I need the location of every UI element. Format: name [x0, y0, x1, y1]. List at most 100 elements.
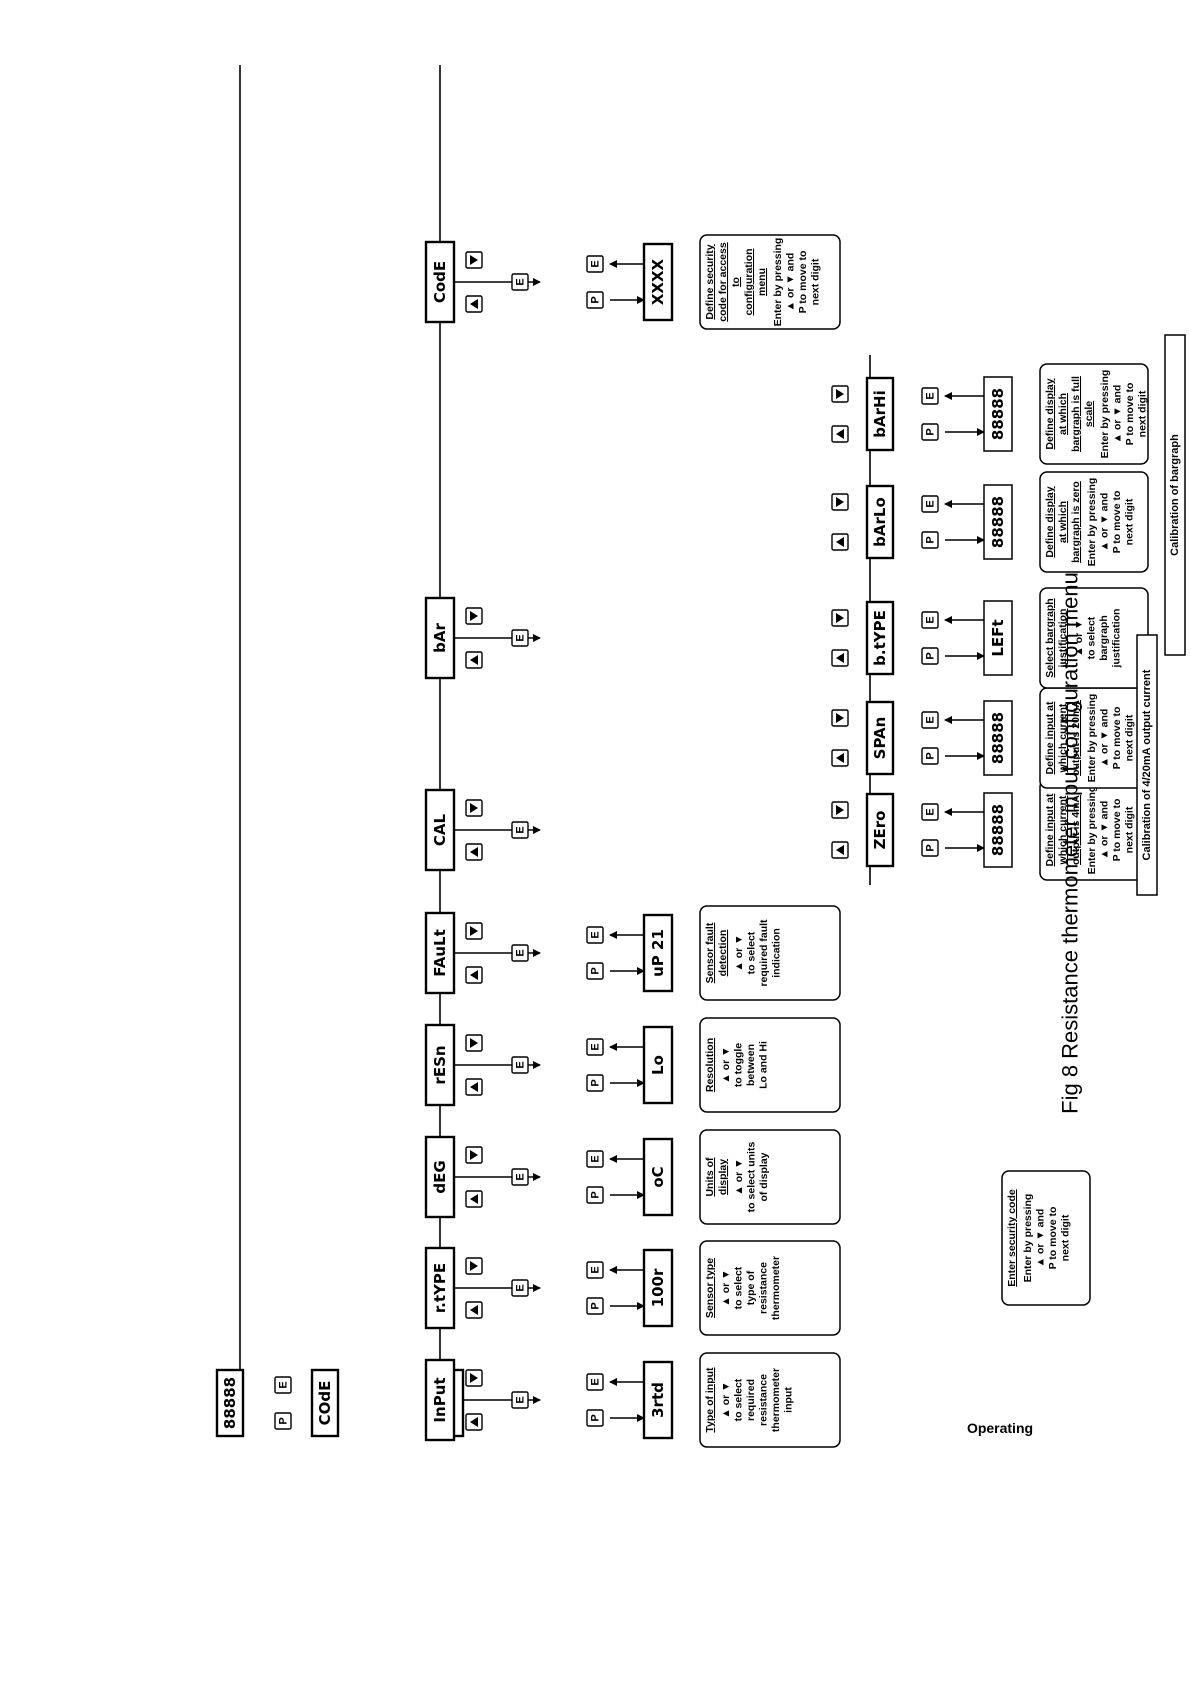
p-key-frame[interactable]: [274, 1412, 292, 1430]
menu-note-fault-box: [699, 905, 841, 1001]
p-key: P: [278, 1417, 290, 1424]
p-key-deg-frame[interactable]: [586, 1186, 604, 1204]
submenu-note-barlo-text: P to move to: [1111, 491, 1123, 554]
submenu-note-barhi-heading: Define display: [1044, 378, 1056, 449]
submenu-note-zero-heading: output is 4mA: [1070, 795, 1082, 865]
e-key-fault-value: E: [590, 931, 602, 938]
e-key-deg-frame[interactable]: [511, 1168, 529, 1186]
p-key-input-frame[interactable]: [586, 1409, 604, 1427]
up-arrow-icon: [470, 847, 478, 857]
p-key-zero-frame[interactable]: [921, 839, 939, 857]
e-key-input-value-frame[interactable]: [586, 1373, 604, 1391]
menu-item-resn-box: [424, 1023, 456, 1107]
menu-item-input-box: [424, 1358, 456, 1442]
e-key-bar-frame[interactable]: [511, 629, 529, 647]
menu-note-code2-text: P to move to: [797, 251, 809, 314]
menu-note-resn-text: to toggle: [733, 1043, 745, 1087]
down-arrow-icon: [470, 803, 478, 813]
e-key-btype-frame[interactable]: [921, 611, 939, 629]
submenu-note-span-text: next digit: [1124, 714, 1136, 761]
p-key-resn-frame[interactable]: [586, 1074, 604, 1092]
menu-note-resn-text: Lo and Hi: [758, 1041, 770, 1089]
e-key-cal-frame[interactable]: [511, 821, 529, 839]
submenu-item-barlo-box: [865, 484, 895, 560]
submenu-value-barhi: 88888: [989, 388, 1007, 440]
menu-value-code2-box: [642, 242, 674, 322]
down-arrow-icon: [470, 1038, 478, 1048]
down-arrow-icon: [470, 926, 478, 936]
security-note-text: P to move to: [1047, 1207, 1059, 1270]
submenu-value-barlo-box: [983, 484, 1013, 560]
e-key-resn-value-frame[interactable]: [586, 1038, 604, 1056]
menu-value-fault-box: [642, 913, 674, 993]
submenu-note-btype-text: to select: [1086, 616, 1098, 659]
e-key-fault-value-frame[interactable]: [586, 926, 604, 944]
e-key-rtype-frame[interactable]: [511, 1279, 529, 1297]
menu-note-code2-heading: configuration: [743, 248, 755, 315]
down-arrow-icon: [836, 389, 844, 399]
e-key-barhi-frame[interactable]: [921, 387, 939, 405]
e-key-span: E: [925, 716, 937, 723]
p-key-fault-frame[interactable]: [586, 962, 604, 980]
p-key-rtype-frame[interactable]: [586, 1297, 604, 1315]
menu-note-resn-heading: Resolution: [704, 1038, 716, 1092]
submenu-note-span-text: Enter by pressing: [1086, 694, 1098, 783]
e-key-code2: E: [515, 278, 527, 285]
up-arrow-icon: [836, 429, 844, 439]
submenu-note-barlo-heading: Define display: [1044, 486, 1056, 557]
submenu-note-barhi-text: ▲ or ▼ and: [1112, 385, 1124, 444]
menu-item-rtype-box: [424, 1246, 456, 1330]
calibration-bargraph-label: Calibration of bargraph: [1169, 434, 1181, 556]
submenu-note-zero-heading: Define input at: [1044, 793, 1056, 866]
submenu-value-span-box: [983, 700, 1013, 776]
submenu-note-zero-heading: which current: [1057, 795, 1069, 865]
e-key-code2-frame[interactable]: [511, 273, 529, 291]
down-arrow-icon: [836, 497, 844, 507]
p-key-barhi-frame[interactable]: [921, 423, 939, 441]
submenu-note-barlo-text: ▲ or ▼ and: [1099, 493, 1111, 552]
down-arrow-icon: [470, 1261, 478, 1271]
e-key-barlo-frame[interactable]: [921, 495, 939, 513]
submenu-value-zero-box: [983, 792, 1013, 868]
e-key-zero-frame[interactable]: [921, 803, 939, 821]
e-key-code2-value-frame[interactable]: [586, 255, 604, 273]
menu-item-input: InPut: [431, 1377, 449, 1422]
menu-note-deg-text: ▲ or ▼: [733, 1158, 745, 1195]
e-key-resn: E: [515, 1061, 527, 1068]
e-key-fault-frame[interactable]: [511, 944, 529, 962]
e-key-rtype-value-frame[interactable]: [586, 1261, 604, 1279]
submenu-note-barlo-text: Enter by pressing: [1086, 478, 1098, 567]
p-key-btype-frame[interactable]: [921, 647, 939, 665]
p-key-barlo-frame[interactable]: [921, 531, 939, 549]
up-arrow-icon: [470, 1305, 478, 1315]
p-key-rtype: P: [590, 1302, 602, 1309]
e-key-resn-frame[interactable]: [511, 1056, 529, 1074]
e-key-input-frame[interactable]: [511, 1391, 529, 1409]
p-key-span-frame[interactable]: [921, 747, 939, 765]
submenu-note-barhi-heading: scale: [1083, 401, 1095, 427]
menu-item-deg: dEG: [431, 1160, 449, 1193]
e-key-span-frame[interactable]: [921, 711, 939, 729]
menu-note-input-text: required: [745, 1379, 757, 1421]
p-key-code2-frame[interactable]: [586, 291, 604, 309]
up-arrow-icon: [470, 1417, 478, 1427]
menu-note-rtype-text: thermometer: [770, 1256, 782, 1320]
e-key-barhi: E: [925, 392, 937, 399]
submenu-note-zero-text: P to move to: [1111, 799, 1123, 862]
submenu-note-span-text: ▲ or ▼ and: [1099, 709, 1111, 768]
e-key-deg-value-frame[interactable]: [586, 1150, 604, 1168]
menu-item-deg-box: [424, 1135, 456, 1219]
down-arrow-icon: [470, 1150, 478, 1160]
submenu-item-btype: b.tYPE: [871, 610, 889, 666]
e-key-rtype-value: E: [590, 1266, 602, 1273]
up-arrow-icon: [470, 655, 478, 665]
menu-note-deg-heading: display: [717, 1159, 729, 1195]
calibration-bargraph-frame: [1164, 334, 1186, 656]
submenu-item-btype-box: [865, 600, 895, 676]
menu-note-code2-text: ▲ or ▼ and: [785, 253, 797, 312]
menu-value-resn-box: [642, 1025, 674, 1105]
submenu-value-btype-box: [983, 600, 1013, 676]
menu-note-code2-heading: to: [730, 277, 742, 287]
e-key-frame[interactable]: [274, 1376, 292, 1394]
